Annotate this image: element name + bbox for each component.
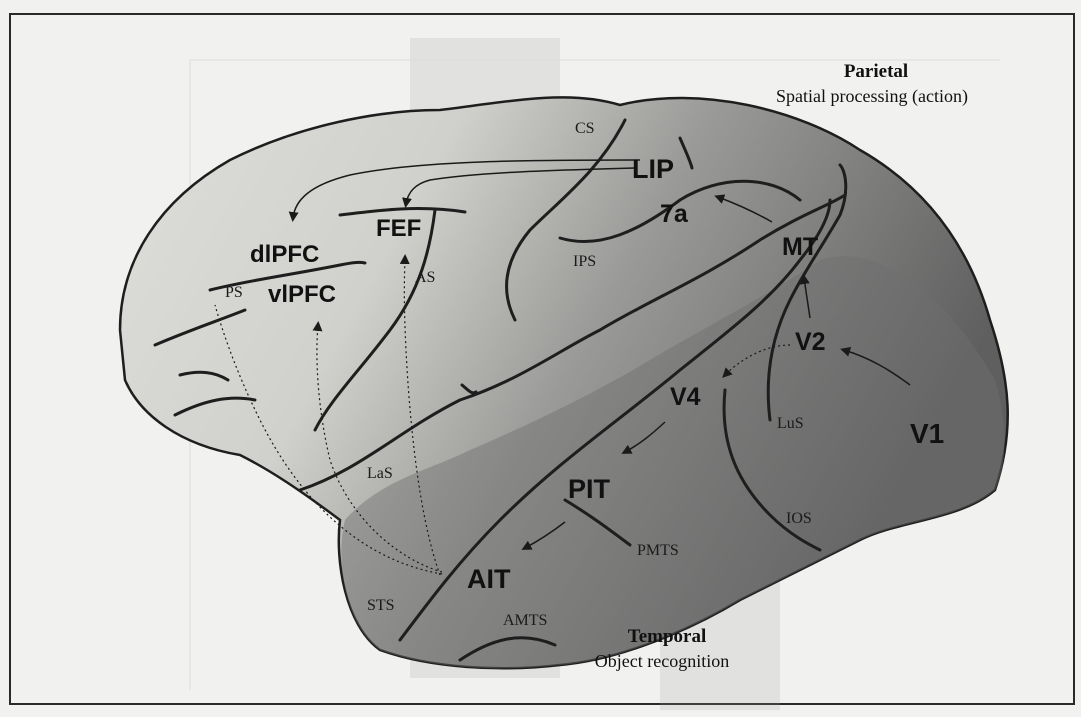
sulcus-label-ps: PS	[225, 284, 243, 301]
parietal-subtitle: Spatial processing (action)	[776, 86, 968, 107]
region-label-pit: PIT	[568, 474, 611, 504]
region-label-dlpfc: dlPFC	[250, 241, 319, 268]
sulcus-label-ips: IPS	[573, 253, 596, 270]
sulcus-label-sts: STS	[367, 597, 395, 614]
region-label-fef: FEF	[376, 215, 421, 242]
sulcus-label-lus: LuS	[777, 415, 804, 432]
sulcus-label-cs: CS	[575, 120, 595, 137]
sulcus-label-las: LaS	[367, 465, 393, 482]
sulcus-label-as: AS	[415, 269, 435, 286]
temporal-subtitle: Object recognition	[595, 651, 729, 671]
sulcus-label-pmts: PMTS	[637, 542, 679, 559]
region-label-v1: V1	[910, 418, 944, 449]
region-label-lip: LIP	[632, 154, 674, 184]
region-label-v2: V2	[795, 328, 826, 356]
region-label-mt: MT	[782, 233, 818, 261]
sulcus-label-ios: IOS	[786, 510, 812, 527]
region-label-v4: V4	[670, 383, 701, 411]
region-label-ait: AIT	[467, 564, 511, 594]
parietal-title: Parietal	[844, 61, 908, 82]
region-label-vlpfc: vlPFC	[268, 281, 336, 308]
temporal-title: Temporal	[628, 626, 706, 647]
sulcus-label-amts: AMTS	[503, 612, 547, 629]
region-label-7a: 7a	[660, 200, 689, 228]
